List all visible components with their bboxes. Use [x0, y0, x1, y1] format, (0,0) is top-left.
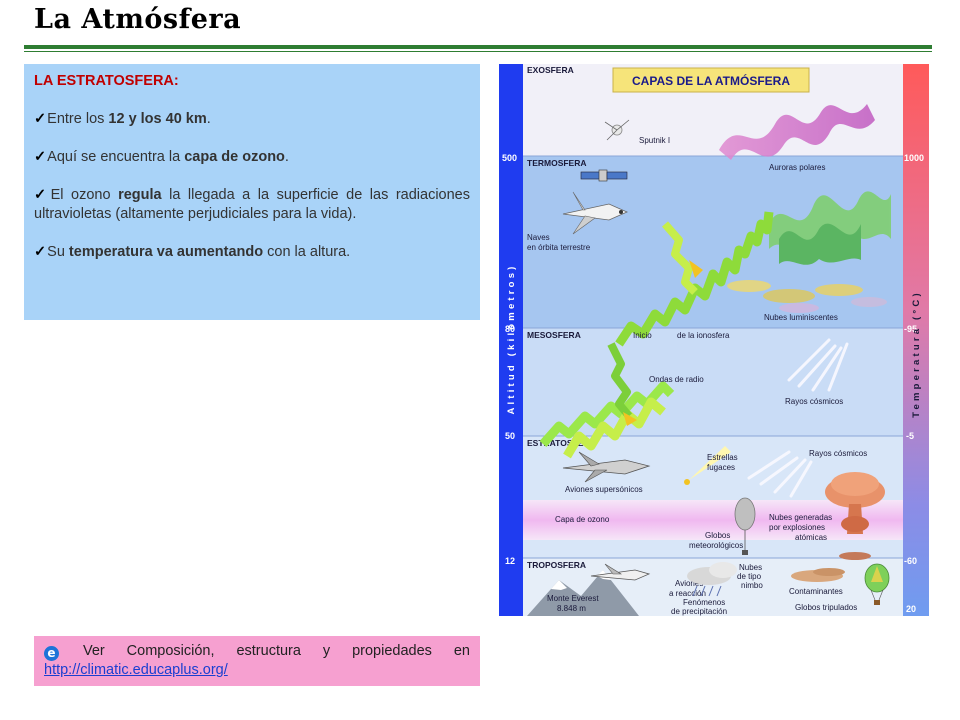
satellite-icon [580, 169, 628, 182]
bullet-regulation: ✓El ozono regula la llegada a la superfi… [34, 186, 470, 224]
label-ondas: Ondas de radio [649, 375, 704, 384]
radio-wave-icon [539, 211, 774, 459]
bullet-text: Aquí se encuentra la [47, 149, 185, 165]
temperature-tick: 20 [906, 604, 916, 614]
cosmic-rays-icon [747, 450, 813, 498]
link-intro-text: Ver Composición, estructura y propiedade… [61, 643, 470, 659]
sputnik-icon [604, 119, 630, 141]
bullet-strong: 12 y los 40 km [108, 111, 207, 127]
diagram-banner: CAPAS DE LA ATMÓSFERA [632, 73, 790, 88]
check-icon: ✓ [34, 149, 47, 165]
layer-termosfera: TERMOSFERA [527, 158, 587, 168]
jet-airliner-icon [590, 563, 651, 581]
label-sputnik: Sputnik I [639, 136, 670, 145]
label-rayos-2: Rayos cósmicos [809, 449, 867, 458]
label-globos-trip: Globos tripulados [795, 603, 857, 612]
check-icon: ✓ [34, 111, 47, 127]
label-nubes-lum: Nubes luminiscentes [764, 313, 838, 322]
bullet-text: Entre los [47, 111, 109, 127]
altitude-axis-label: Altitud (kilómetros) [506, 263, 517, 414]
climatic-link[interactable]: http://climatic.educaplus.org/ [44, 662, 228, 678]
label-rayos-1: Rayos cósmicos [785, 397, 843, 406]
info-box: LA ESTRATOSFERA: ✓Entre los 12 y los 40 … [24, 64, 480, 320]
band-ozone [523, 500, 903, 540]
diagram-banner-box [612, 67, 810, 93]
label-auroras: Auroras polares [769, 163, 825, 172]
weather-balloon-icon [734, 497, 756, 555]
shooting-star-icon [684, 446, 731, 485]
temperature-tick: 1000 [904, 153, 924, 163]
check-icon: ✓ [34, 187, 50, 203]
altitude-bar [499, 64, 523, 616]
bullet-text: la llegada a la superficie de las radiac… [34, 187, 470, 222]
bullet-strong: temperatura va aumentando [68, 244, 264, 260]
temperature-bar [903, 64, 929, 616]
supersonic-jet-icon [562, 451, 651, 483]
bullet-text: . [206, 111, 211, 127]
space-shuttle-icon [562, 191, 628, 235]
cosmic-rays-icon [787, 338, 849, 392]
label-aviones-sup: Aviones supersónicos [565, 485, 643, 494]
layer-estratosfera: ESTRATOSFERA [527, 438, 596, 448]
info-heading: LA ESTRATOSFERA: [34, 73, 179, 89]
temperature-tick: -5 [906, 431, 914, 441]
altitude-tick: 50 [505, 431, 515, 441]
aurora-ribbon-icon [719, 104, 875, 160]
altitude-tick: 80 [505, 324, 515, 334]
aurora-green-icon [769, 191, 891, 265]
bullet-altitude: ✓Entre los 12 y los 40 km. [34, 110, 470, 129]
layer-exosfera: EXOSFERA [527, 65, 574, 75]
title-rule-thick [24, 45, 932, 49]
altitude-tick: 12 [505, 556, 515, 566]
altitude-tick: 500 [502, 153, 517, 163]
rain-cloud-icon [687, 562, 737, 597]
bullet-strong: capa de ozono [184, 149, 285, 165]
mushroom-cloud-icon [825, 472, 885, 560]
bullet-text: Su [47, 244, 69, 260]
atmosphere-diagram: CAPAS DE LA ATMÓSFERA EXOSFERA TERMOSFER… [499, 64, 929, 616]
layer-mesosfera: MESOSFERA [527, 330, 581, 340]
label-inicio: Inicio [633, 331, 652, 340]
bullet-text: . [284, 149, 289, 165]
bullet-strong: regula [118, 187, 162, 203]
bullet-temperature: ✓Su temperatura va aumentando con la alt… [34, 243, 470, 262]
link-box: e Ver Composición, estructura y propieda… [34, 636, 480, 686]
page-title: La Atmósfera [34, 4, 242, 35]
check-icon: ✓ [34, 244, 47, 260]
temperature-axis-label: Temperatura (°C) [911, 290, 922, 418]
bullet-text: con la altura. [263, 244, 351, 260]
internet-explorer-icon[interactable]: e [44, 646, 59, 661]
pollution-icon [791, 568, 845, 582]
temperature-tick: -95 [904, 324, 917, 334]
bullet-text: El ozono [50, 187, 119, 203]
title-rule-thin [24, 51, 932, 52]
label-ionosfera: de la ionosfera [677, 331, 730, 340]
bullet-ozone: ✓Aquí se encuentra la capa de ozono. [34, 148, 470, 167]
label-contaminantes: Contaminantes [789, 587, 843, 596]
layer-troposfera: TROPOSFERA [527, 560, 586, 570]
hot-air-balloon-icon [864, 563, 890, 605]
label-ozono: Capa de ozono [555, 515, 610, 524]
temperature-tick: -60 [904, 556, 917, 566]
luminescent-clouds-icon [727, 280, 887, 313]
